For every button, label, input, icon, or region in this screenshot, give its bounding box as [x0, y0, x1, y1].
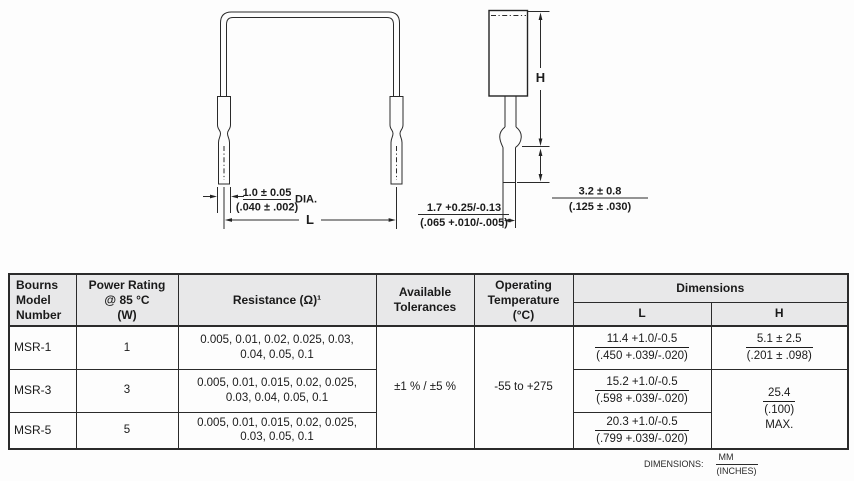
- h-fraction: 5.1 ± 2.5 (.201 ± .098): [745, 332, 813, 364]
- l-mm: 20.3 +1.0/-0.5: [606, 415, 678, 428]
- dia-inch-label: (.040 ± .002): [236, 202, 299, 214]
- units-note-label: DIMENSIONS:: [644, 459, 704, 470]
- front-extension-lines: [217, 187, 397, 229]
- dim-l-cell: 20.3 +1.0/-0.5 (.799 +.039/-.020): [572, 411, 712, 450]
- l-inch: (.598 +.039/-.020): [595, 390, 689, 406]
- height-dimension: H: [536, 12, 545, 146]
- wire-outer-outline: [220, 11, 400, 97]
- spec-table: Bourns Model Number Power Rating @ 85 °C…: [8, 273, 849, 451]
- h-mm: 5.1 ± 2.5: [756, 332, 802, 345]
- lead-mm-label: 1.7 +0.25/-0.13: [427, 202, 501, 214]
- dia-dimension: 1.0 ± 0.05 (.040 ± .002) DIA.: [203, 187, 317, 214]
- power-cell: 1: [75, 325, 179, 370]
- dim-l-cell: 11.4 +1.0/-0.5 (.450 +.039/-.020): [572, 325, 712, 370]
- units-mm: MM: [718, 452, 734, 462]
- units-note: DIMENSIONS: MM (INCHES): [644, 452, 758, 477]
- header-dimensions: Dimensions: [572, 273, 849, 303]
- left-terminal: [217, 96, 231, 185]
- lead-outline: [499, 96, 522, 228]
- header-resistance: Resistance (Ω)¹: [177, 273, 377, 327]
- dim-h-cell: 5.1 ± 2.5 (.201 ± .098): [710, 325, 849, 370]
- front-view: 1.0 ± 0.05 (.040 ± .002) DIA. L: [203, 11, 404, 229]
- l-fraction: 20.3 +1.0/-0.5 (.799 +.039/-.020): [595, 415, 689, 447]
- tip-length-dimension: 3.2 ± 0.8 (.125 ± .030): [538, 148, 648, 213]
- body-outline: [488, 9, 529, 97]
- length-label: L: [306, 212, 314, 227]
- header-model: Bourns Model Number: [8, 273, 77, 327]
- temperature-cell: -55 to +275: [473, 325, 574, 450]
- header-dim-l: L: [572, 301, 712, 327]
- dim-l-cell: 15.2 +1.0/-0.5 (.598 +.039/-.020): [572, 368, 712, 413]
- l-mm: 11.4 +1.0/-0.5: [606, 332, 678, 345]
- tolerances-cell: ±1 % / ±5 %: [375, 325, 475, 450]
- model-cell: MSR-3: [8, 368, 77, 413]
- length-dimension: L: [224, 212, 396, 227]
- model-cell: MSR-1: [8, 325, 77, 370]
- dia-suffix-label: DIA.: [295, 194, 317, 206]
- wire-inner-outline: [226, 17, 394, 97]
- header-temperature: Operating Temperature (°C): [473, 273, 574, 327]
- l-inch: (.450 +.039/-.020): [595, 347, 689, 363]
- resistance-cell: 0.005, 0.01, 0.015, 0.02, 0.025, 0.03, 0…: [177, 368, 377, 413]
- dia-mm-label: 1.0 ± 0.05: [243, 187, 292, 199]
- resistance-cell: 0.005, 0.01, 0.015, 0.02, 0.025, 0.03, 0…: [177, 411, 377, 450]
- header-power: Power Rating @ 85 °C (W): [75, 273, 179, 327]
- table-row-msr5: MSR-5 5 0.005, 0.01, 0.015, 0.02, 0.025,…: [8, 411, 848, 450]
- dim-h-merged-cell: 25.4 (.100) MAX.: [710, 368, 849, 450]
- units-fraction: MM (INCHES): [715, 452, 758, 477]
- tip-inch-label: (.125 ± .030): [569, 201, 632, 213]
- power-cell: 3: [75, 368, 179, 413]
- table-row-msr1: MSR-1 1 0.005, 0.01, 0.02, 0.025, 0.03, …: [8, 325, 849, 450]
- lead-inch-label: (.065 +.010/-.005): [420, 217, 508, 229]
- h-fraction: 25.4 (.100): [763, 386, 796, 418]
- l-fraction: 11.4 +1.0/-0.5 (.450 +.039/-.020): [595, 332, 689, 364]
- resistance-cell: 0.005, 0.01, 0.02, 0.025, 0.03, 0.04, 0.…: [177, 325, 377, 370]
- table-row-msr3: MSR-3 3 0.005, 0.01, 0.015, 0.02, 0.025,…: [8, 368, 849, 450]
- tip-mm-label: 3.2 ± 0.8: [579, 186, 622, 198]
- h-mm: 25.4: [768, 386, 791, 399]
- l-inch: (.799 +.039/-.020): [595, 429, 689, 446]
- h-inch: (.100): [763, 401, 796, 417]
- l-mm: 15.2 +1.0/-0.5: [606, 375, 678, 388]
- lead-width-dimension: 1.7 +0.25/-0.13 (.065 +.010/-.005): [418, 202, 516, 229]
- header-dim-h: H: [710, 301, 849, 327]
- units-inch: (INCHES): [715, 463, 758, 476]
- header-tolerances: Available Tolerances: [375, 273, 475, 327]
- l-fraction: 15.2 +1.0/-0.5 (.598 +.039/-.020): [595, 375, 689, 407]
- h-inch: (.201 ± .098): [745, 347, 813, 363]
- model-cell: MSR-5: [8, 411, 77, 450]
- side-extension-lines: [517, 11, 550, 183]
- height-label: H: [536, 70, 545, 85]
- side-view: H 3.2 ± 0.8 (.125 ± .030) 1.7 +0.25/-0.1…: [418, 9, 648, 229]
- h-max-label: MAX.: [765, 418, 794, 431]
- mechanical-drawing: 1.0 ± 0.05 (.040 ± .002) DIA. L: [203, 9, 648, 229]
- power-cell: 5: [75, 411, 179, 450]
